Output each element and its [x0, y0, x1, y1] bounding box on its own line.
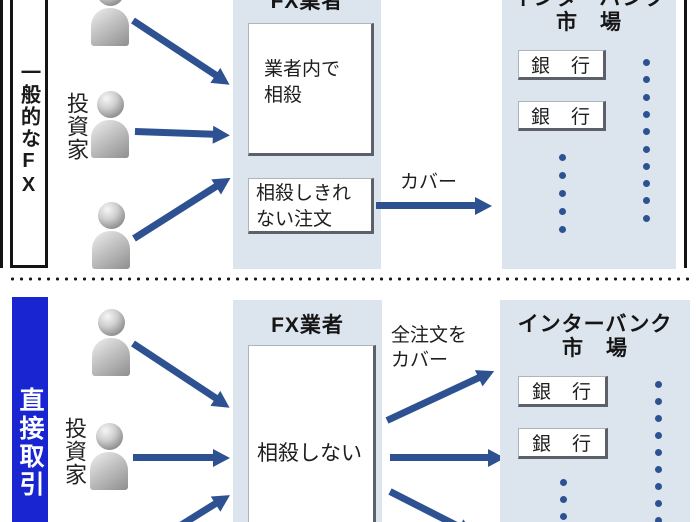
- bank-box: 銀 行: [518, 376, 608, 407]
- ellipsis-dot-icon: [560, 496, 567, 503]
- no-netting-text: 相殺しない: [257, 442, 362, 465]
- residual-orders-box: [248, 178, 374, 234]
- investor-icon: [91, 91, 129, 158]
- flow-arrow-icon: [131, 340, 219, 402]
- bank-box: 銀 行: [518, 428, 608, 459]
- person-head-icon: [97, 202, 125, 229]
- ellipsis-dot-icon: [655, 381, 662, 388]
- ellipsis-dot-icon: [655, 483, 662, 490]
- ellipsis-dot-icon: [655, 415, 662, 422]
- ellipsis-dot-icon: [643, 93, 650, 101]
- flow-arrow-icon: [388, 488, 462, 522]
- ellipsis-dot-icon: [559, 208, 566, 215]
- person-head-icon: [95, 423, 123, 450]
- ellipsis-dot-icon: [643, 180, 650, 188]
- investor-icon: [92, 202, 130, 269]
- flow-arrow-icon: [133, 448, 230, 467]
- residual-orders-text: 相殺しきれ ない注文: [256, 181, 351, 233]
- flow-arrow-icon: [134, 128, 215, 138]
- cover-all-line2: カバー: [391, 350, 449, 371]
- cover-label: カバー: [400, 172, 458, 193]
- section-label: 一般的なFX: [17, 62, 40, 198]
- residual-line1: 相殺しきれ: [256, 183, 352, 204]
- person-body-icon: [91, 8, 129, 46]
- ellipsis-dot-icon: [643, 59, 650, 66]
- person-body-icon: [90, 452, 128, 490]
- ellipsis-dot-icon: [560, 479, 567, 486]
- ellipsis-dot-icon: [643, 162, 650, 170]
- flow-arrow-icon: [390, 448, 505, 467]
- person-body-icon: [92, 231, 130, 269]
- ellipsis-dot-icon: [559, 226, 566, 233]
- section-typical-fx: 一般的なFX 投資家 FX業者 業者内で 相殺 相殺しきれ: [0, 0, 696, 269]
- investor-icon: [90, 423, 128, 490]
- interbank-title-line2: 市 場: [556, 11, 622, 34]
- investors-label: 投資家: [62, 417, 87, 486]
- broker-title: FX業者: [270, 0, 344, 13]
- interbank-panel: [502, 0, 676, 269]
- section-label-box: 一般的なFX: [10, 0, 48, 268]
- ellipsis-dot-icon: [655, 466, 662, 473]
- bank-box: 銀 行: [518, 50, 606, 80]
- ellipsis-dot-icon: [643, 145, 650, 153]
- flow-arrow-icon: [131, 17, 219, 79]
- person-body-icon: [91, 120, 129, 158]
- section-border-line: [684, 0, 687, 268]
- person-head-icon: [96, 0, 124, 6]
- residual-line2: ない注文: [256, 209, 333, 230]
- netting-box: [248, 23, 374, 156]
- netting-box-text: 業者内で 相殺: [264, 57, 340, 109]
- flow-arrow-icon: [148, 500, 219, 522]
- ellipsis-dot-icon: [560, 513, 567, 520]
- dotted-divider: [8, 277, 690, 281]
- section-direct-trading: 直接取引 投資家 FX業者 相殺しない 全注文を カバー: [0, 295, 696, 522]
- broker-title: FX業者: [271, 314, 344, 337]
- bank-box: 銀 行: [518, 101, 606, 131]
- cover-all-line1: 全注文を: [391, 325, 468, 346]
- section-label-box: 直接取引: [12, 297, 48, 522]
- cover-all-label: 全注文を カバー: [391, 323, 467, 373]
- interbank-title-line1: インターバンク: [517, 313, 673, 336]
- investors-label: 投資家: [64, 92, 89, 161]
- ellipsis-dot-icon: [655, 449, 662, 456]
- netting-line2: 相殺: [264, 85, 303, 106]
- person-body-icon: [92, 338, 130, 376]
- investor-icon: [92, 309, 130, 376]
- interbank-title-line1: インターバンク: [502, 0, 676, 12]
- ellipsis-dot-icon: [643, 214, 650, 222]
- interbank-title-line2: 市 場: [562, 337, 628, 360]
- ellipsis-dot-icon: [655, 398, 662, 405]
- ellipsis-dot-icon: [655, 517, 662, 522]
- person-head-icon: [96, 91, 124, 118]
- flow-arrow-icon: [385, 374, 481, 424]
- section-border-line: [0, 0, 3, 268]
- ellipsis-dot-icon: [655, 500, 662, 507]
- ellipsis-dot-icon: [643, 110, 650, 118]
- cover-arrow-icon: [376, 196, 492, 215]
- ellipsis-dot-icon: [559, 172, 566, 179]
- flow-arrow-icon: [132, 183, 219, 242]
- section-label: 直接取引: [16, 387, 44, 499]
- person-head-icon: [97, 309, 125, 336]
- ellipsis-dot-icon: [559, 190, 566, 197]
- ellipsis-dot-icon: [643, 76, 650, 84]
- ellipsis-dot-icon: [643, 128, 650, 136]
- ellipsis-dot-icon: [655, 432, 662, 439]
- investor-icon: [91, 0, 129, 46]
- netting-line1: 業者内で: [264, 59, 341, 80]
- ellipsis-dot-icon: [643, 197, 650, 205]
- ellipsis-dot-icon: [559, 154, 566, 161]
- no-netting-box: [248, 345, 376, 522]
